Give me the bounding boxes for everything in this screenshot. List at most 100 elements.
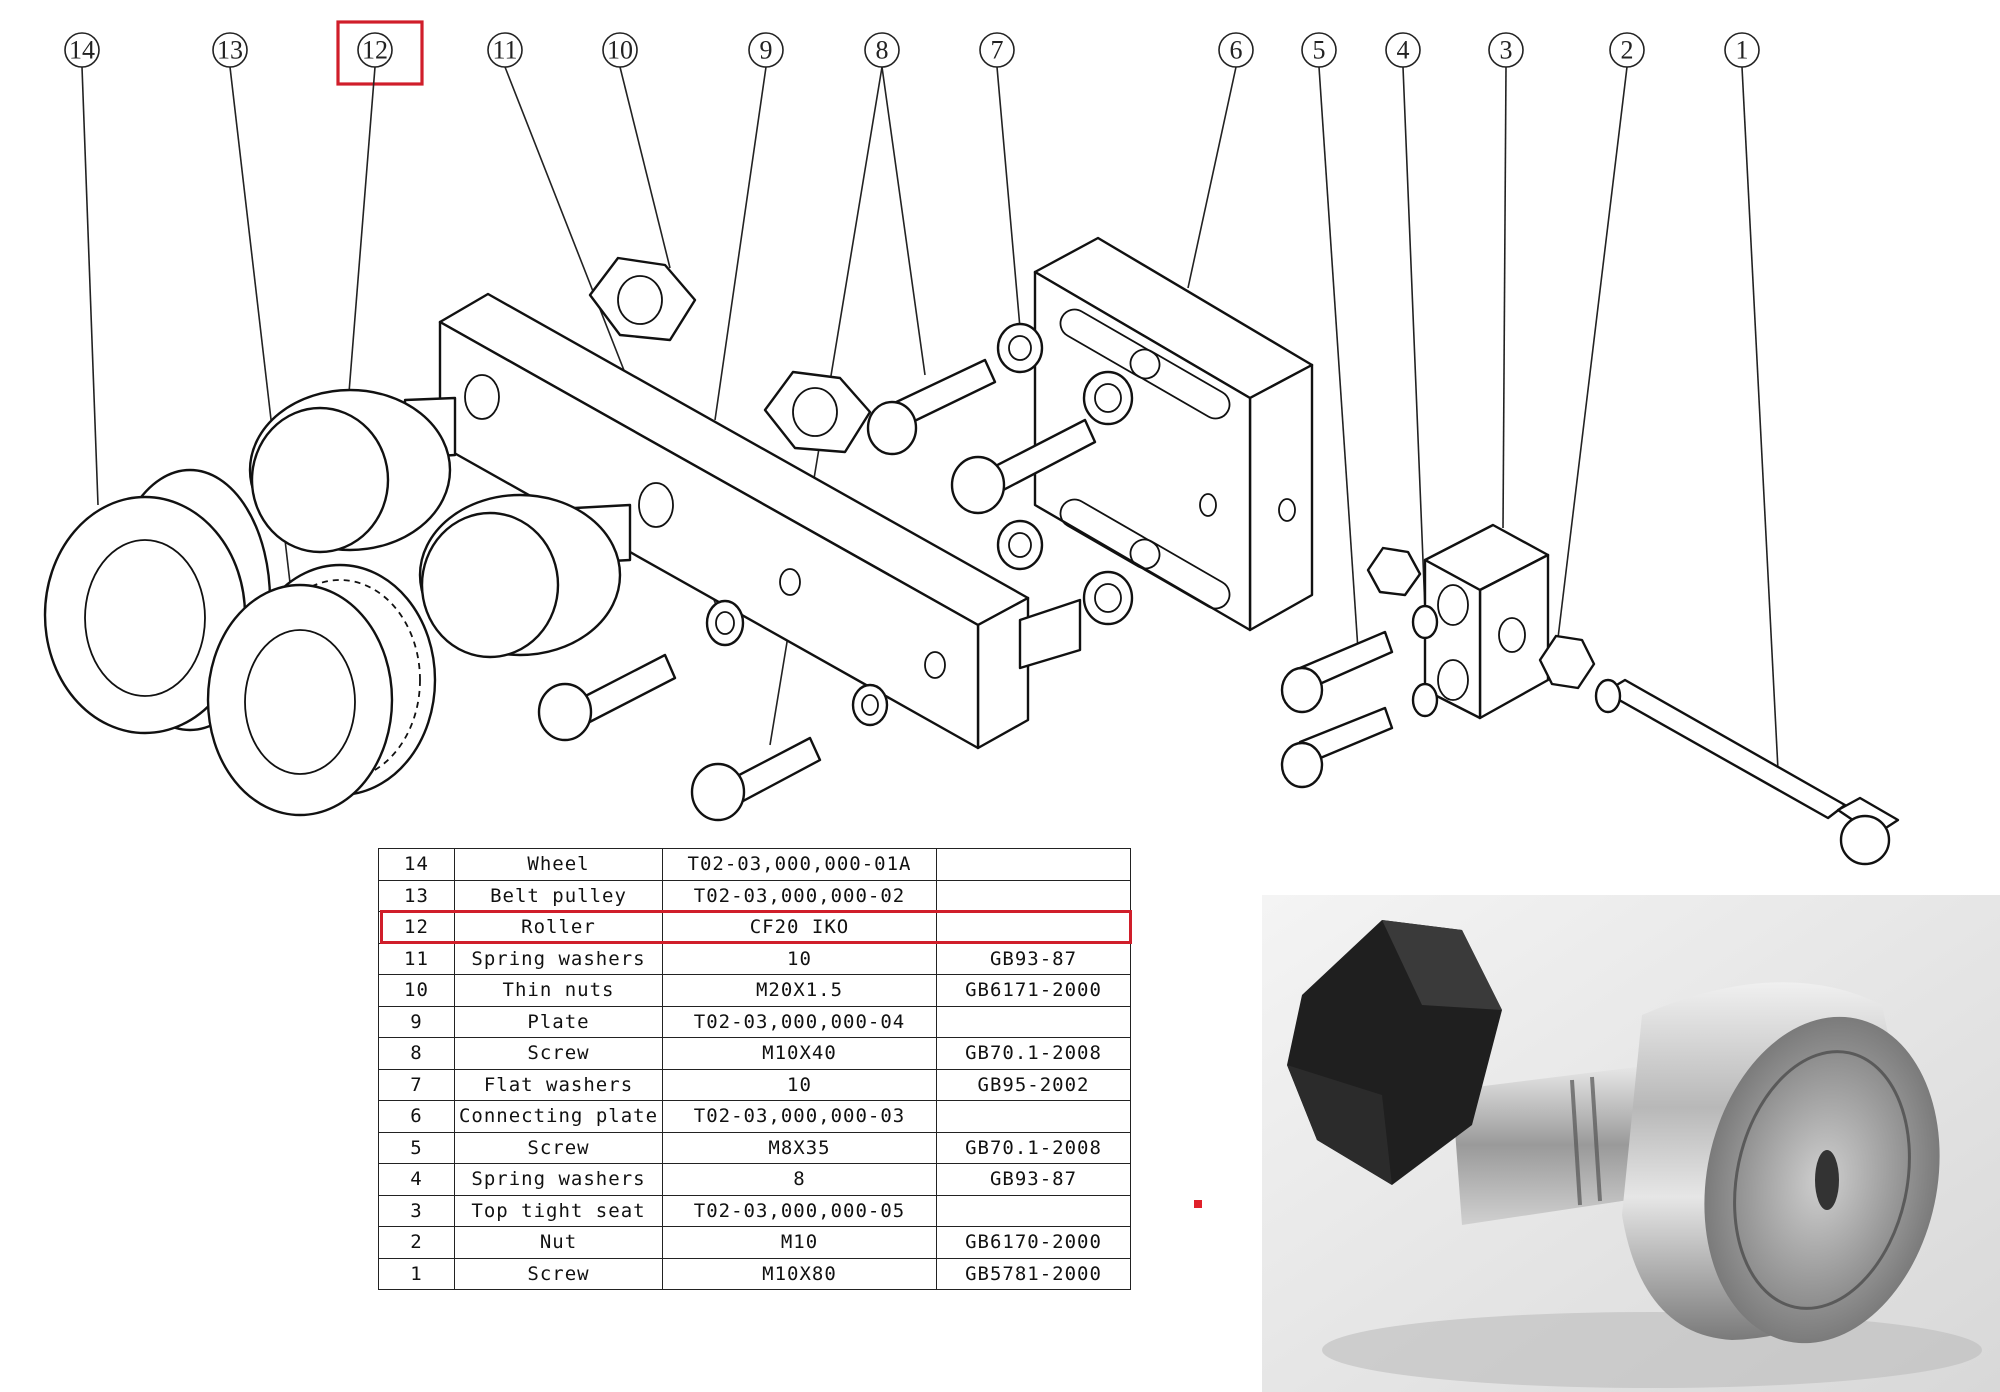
bom-cell-name: Thin nuts — [454, 974, 663, 1007]
bom-cell-std: GB95-2002 — [936, 1068, 1131, 1101]
bom-cell-code: T02-03,000,000-01A — [662, 848, 937, 881]
bom-cell-std: GB93-87 — [936, 942, 1131, 975]
callout-11: 11 — [487, 32, 523, 68]
svg-text:2: 2 — [1621, 36, 1634, 65]
bom-cell-no: 13 — [378, 879, 455, 912]
part-top-tight-seat — [1423, 523, 1550, 720]
callout-4: 4 — [1385, 32, 1421, 68]
bom-cell-no: 4 — [378, 1163, 455, 1196]
svg-text:7: 7 — [991, 36, 1004, 65]
bom-cell-std: GB70.1-2008 — [936, 1037, 1131, 1070]
bom-cell-std — [936, 879, 1131, 912]
bom-cell-name: Belt pulley — [454, 879, 663, 912]
callout-1: 1 — [1724, 32, 1760, 68]
part-small-nut — [1366, 546, 1422, 597]
part-screws-m8x35 — [1280, 630, 1394, 789]
bom-cell-no: 11 — [378, 942, 455, 975]
bom-cell-std: GB93-87 — [936, 1163, 1131, 1196]
bom-cell-name: Nut — [454, 1226, 663, 1259]
roller-photo — [1262, 895, 2000, 1392]
bom-cell-name: Plate — [454, 1005, 663, 1038]
bom-cell-std — [936, 911, 1131, 944]
bom-cell-name: Flat washers — [454, 1068, 663, 1101]
svg-text:13: 13 — [217, 36, 243, 65]
callout-3: 3 — [1488, 32, 1524, 68]
callout-8: 8 — [864, 32, 900, 68]
part-rollers — [248, 388, 1082, 670]
part-spring-washers-8 — [1411, 604, 1439, 718]
bom-cell-no: 12 — [378, 911, 455, 944]
bom-cell-name: Screw — [454, 1257, 663, 1290]
bom-cell-code: T02-03,000,000-04 — [662, 1005, 937, 1038]
svg-text:9: 9 — [760, 36, 773, 65]
part-belt-pulley — [206, 563, 437, 817]
bom-cell-std — [936, 1194, 1131, 1227]
callout-13: 13 — [212, 32, 248, 68]
callout-9: 9 — [748, 32, 784, 68]
callout-12: 12 — [357, 32, 393, 68]
svg-text:4: 4 — [1397, 36, 1410, 65]
bom-cell-code: T02-03,000,000-02 — [662, 879, 937, 912]
svg-text:1: 1 — [1736, 36, 1749, 65]
callout-2: 2 — [1609, 32, 1645, 68]
callout-7: 7 — [979, 32, 1015, 68]
bom-row-highlight — [380, 910, 1132, 944]
bom-cell-name: Wheel — [454, 848, 663, 881]
bom-cell-code: 10 — [662, 942, 937, 975]
bom-cell-std — [936, 1005, 1131, 1038]
bom-cell-name: Spring washers — [454, 1163, 663, 1196]
bom-cell-std — [936, 848, 1131, 881]
bom-cell-no: 5 — [378, 1131, 455, 1164]
bom-cell-std: GB6170-2000 — [936, 1226, 1131, 1259]
bom-cell-code: M10X80 — [662, 1257, 937, 1290]
bom-cell-code: 10 — [662, 1068, 937, 1101]
bom-cell-name: Screw — [454, 1037, 663, 1070]
callout-10: 10 — [602, 32, 638, 68]
part-nut-m10 — [1538, 634, 1596, 690]
bom-cell-name: Spring washers — [454, 942, 663, 975]
svg-text:12: 12 — [362, 36, 388, 65]
bom-cell-no: 2 — [378, 1226, 455, 1259]
bom-cell-no: 6 — [378, 1100, 455, 1133]
svg-text:14: 14 — [69, 36, 95, 65]
svg-text:10: 10 — [607, 36, 633, 65]
bom-cell-code: 8 — [662, 1163, 937, 1196]
red-marker-dot — [1194, 1200, 1202, 1208]
svg-text:6: 6 — [1230, 36, 1243, 65]
bom-cell-no: 7 — [378, 1068, 455, 1101]
bom-cell-code: T02-03,000,000-03 — [662, 1100, 937, 1133]
callout-5: 5 — [1301, 32, 1337, 68]
svg-text:5: 5 — [1313, 36, 1326, 65]
callout-14: 14 — [64, 32, 100, 68]
bom-cell-std: GB70.1-2008 — [936, 1131, 1131, 1164]
bom-cell-no: 8 — [378, 1037, 455, 1070]
part-flat-washers — [996, 322, 1134, 626]
bom-cell-no: 1 — [378, 1257, 455, 1290]
bom-cell-name: Screw — [454, 1131, 663, 1164]
bom-cell-code: M8X35 — [662, 1131, 937, 1164]
bom-cell-std: GB5781-2000 — [936, 1257, 1131, 1290]
bom-cell-code: M10 — [662, 1226, 937, 1259]
callout-6: 6 — [1218, 32, 1254, 68]
bom-cell-name: Top tight seat — [454, 1194, 663, 1227]
part-connecting-plate — [1033, 236, 1314, 632]
bom-cell-std: GB6171-2000 — [936, 974, 1131, 1007]
svg-text:3: 3 — [1500, 36, 1513, 65]
